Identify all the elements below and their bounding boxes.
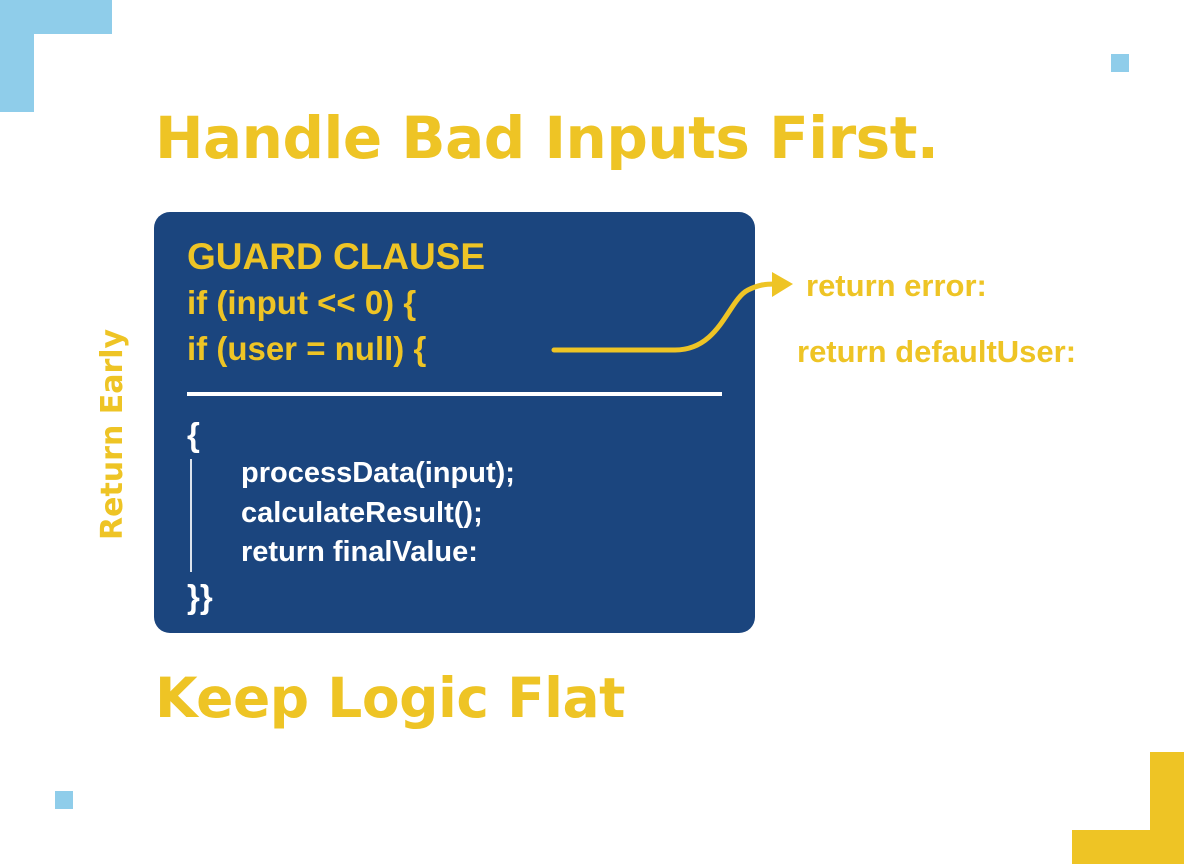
return-error-label: return error: [806,268,987,303]
corner-decoration-bottom-right-horizontal [1072,830,1184,864]
guard-line-user: if (user = null) { [187,330,427,367]
body-line-calculate: calculateResult(); [241,497,483,529]
panel-title: GUARD CLAUSE [187,236,486,277]
return-default-user-label: return defaultUser: [797,334,1077,369]
headline-bottom: Keep Logic Flat [155,666,625,730]
guard-line-input: if (input << 0) { [187,284,417,321]
code-panel: GUARD CLAUSE if (input << 0) { if (user … [154,212,755,633]
body-line-process: processData(input); [241,457,515,489]
side-label: Return Early [95,328,130,540]
indent-guide [190,459,192,572]
square-decoration-bottom-left [55,791,73,809]
close-brace: }} [187,578,213,615]
corner-decoration-top-left-horizontal [0,0,112,34]
open-brace: { [187,416,200,453]
square-decoration-top-right [1111,54,1129,72]
body-line-return: return finalValue: [241,536,478,568]
headline-top: Handle Bad Inputs First. [155,104,939,172]
divider [187,392,722,396]
